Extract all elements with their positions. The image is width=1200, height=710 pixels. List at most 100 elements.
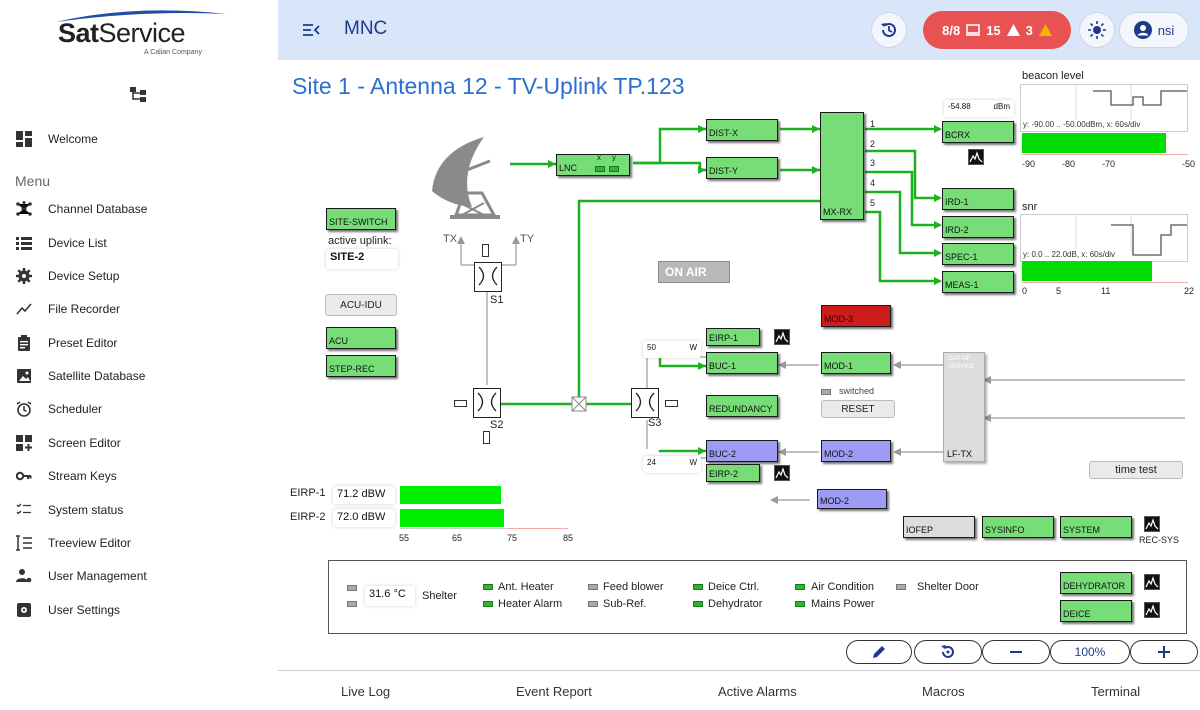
mod-3-box[interactable]: MOD-3 xyxy=(821,305,891,327)
sidebar-item-device-list[interactable]: Device List xyxy=(0,226,278,259)
alarm-summary-pill[interactable]: 8/8 15 3 xyxy=(923,11,1071,49)
switched-indicator xyxy=(821,389,831,395)
sidebar-item-user-management[interactable]: User Management xyxy=(0,559,278,592)
sidebar-item-user-settings[interactable]: User Settings xyxy=(0,593,278,626)
sidebar-item-scheduler[interactable]: Scheduler xyxy=(0,392,278,425)
sidebar-item-label: Treeview Editor xyxy=(48,535,131,550)
eirp-2-box[interactable]: EIRP-2 xyxy=(706,464,760,482)
spectrum-icon[interactable] xyxy=(1144,516,1160,532)
buc-1-power-value: 50 xyxy=(647,343,656,352)
acu-box[interactable]: ACU xyxy=(326,327,396,349)
sidebar-item-label: User Management xyxy=(48,568,147,583)
deice-box[interactable]: DEICE xyxy=(1060,600,1132,622)
mod-2-box[interactable]: MOD-2 xyxy=(821,440,891,462)
tab-terminal[interactable]: Terminal xyxy=(1091,684,1141,699)
iofep-box[interactable]: IOFEP xyxy=(903,516,975,538)
menu-collapse-icon[interactable] xyxy=(302,22,320,38)
time-test-button[interactable]: time test xyxy=(1089,461,1183,479)
reset-view-button[interactable] xyxy=(914,640,982,664)
site-switch-box[interactable]: SITE-SWITCH xyxy=(326,208,396,230)
ird-2-box[interactable]: IRD-2 xyxy=(942,216,1014,238)
alarm-icon xyxy=(0,400,48,417)
dehydrator-label: DEHYDRATOR xyxy=(1063,581,1126,591)
sidebar-item-stream-keys[interactable]: Stream Keys xyxy=(0,459,278,492)
spectrum-icon[interactable] xyxy=(968,149,984,165)
spectrum-icon[interactable] xyxy=(774,329,790,345)
switch-s1-handle[interactable] xyxy=(482,244,489,257)
spectrum-icon[interactable] xyxy=(1144,574,1160,590)
history-button[interactable] xyxy=(871,12,907,48)
sidebar-item-satellite-database[interactable]: Satellite Database xyxy=(0,359,278,392)
buc-1-box[interactable]: BUC-1 xyxy=(706,352,778,374)
user-menu-button[interactable]: nsi xyxy=(1119,12,1189,48)
ird-1-box[interactable]: IRD-1 xyxy=(942,188,1014,210)
sidebar-item-treeview-editor[interactable]: Treeview Editor xyxy=(0,526,278,559)
beacon-value: -54.88 xyxy=(948,102,971,111)
warning-triangle-icon xyxy=(1038,24,1052,36)
lf-tx-box[interactable]: OUT OF SERVICE LF-TX xyxy=(943,352,985,462)
restore-icon xyxy=(941,645,954,658)
sidebar-item-device-setup[interactable]: Device Setup xyxy=(0,259,278,292)
tab-active-alarms[interactable]: Active Alarms xyxy=(718,684,797,699)
switch-s1[interactable] xyxy=(474,262,502,292)
redundancy-box[interactable]: REDUNDANCY xyxy=(706,395,778,417)
sidebar-item-preset-editor[interactable]: Preset Editor xyxy=(0,326,278,359)
tree-structure-icon[interactable] xyxy=(130,87,148,103)
sidebar-item-system-status[interactable]: System status xyxy=(0,493,278,526)
acu-idu-button[interactable]: ACU-IDU xyxy=(325,294,397,316)
mains-power-label: Mains Power xyxy=(811,598,875,610)
meas-1-box[interactable]: MEAS-1 xyxy=(942,271,1014,293)
dist-x-box[interactable]: DIST-X xyxy=(706,119,778,141)
user-settings-icon xyxy=(0,602,48,618)
lnc-box[interactable]: LNC xyxy=(556,154,630,176)
mx-rx-box[interactable]: MX-RX xyxy=(820,112,864,220)
snr-trend-line xyxy=(1075,215,1187,256)
dist-y-box[interactable]: DIST-Y xyxy=(706,157,778,179)
tab-live-log[interactable]: Live Log xyxy=(341,684,391,699)
switch-s2-handle-left[interactable] xyxy=(454,400,467,407)
sidebar-item-screen-editor[interactable]: Screen Editor xyxy=(0,426,278,459)
dashboard-icon xyxy=(0,130,48,147)
ird-1-label: IRD-1 xyxy=(945,197,969,207)
tab-macros[interactable]: Macros xyxy=(922,684,965,699)
ant-heater-indicator xyxy=(483,584,493,590)
eirp-1-box[interactable]: EIRP-1 xyxy=(706,328,760,346)
sidebar-item-welcome[interactable]: Welcome xyxy=(0,122,278,155)
sidebar-item-label: System status xyxy=(48,502,124,517)
switch-s2-handle-bottom[interactable] xyxy=(483,431,490,444)
sysinfo-box[interactable]: SYSINFO xyxy=(982,516,1054,538)
switch-s3-handle[interactable] xyxy=(665,400,678,407)
edit-button[interactable] xyxy=(846,640,912,664)
dehydrator-box[interactable]: DEHYDRATOR xyxy=(1060,572,1132,594)
theme-toggle-button[interactable] xyxy=(1079,12,1115,48)
shelter-panel xyxy=(328,560,1187,634)
reset-button[interactable]: RESET xyxy=(821,400,895,418)
mod-1-box[interactable]: MOD-1 xyxy=(821,352,891,374)
system-box[interactable]: SYSTEM xyxy=(1060,516,1132,538)
monitor-icon xyxy=(966,24,981,36)
step-rec-box[interactable]: STEP-REC xyxy=(326,355,396,377)
eirp-2-value: 72.0 xyxy=(337,511,359,523)
mains-power-indicator xyxy=(795,601,805,607)
zoom-out-button[interactable] xyxy=(982,640,1050,664)
spec-1-box[interactable]: SPEC-1 xyxy=(942,243,1014,265)
switch-s2[interactable] xyxy=(473,388,501,418)
spectrum-icon[interactable] xyxy=(1144,602,1160,618)
zoom-in-button[interactable] xyxy=(1130,640,1198,664)
tab-event-report[interactable]: Event Report xyxy=(516,684,592,699)
mod-2-secondary-box[interactable]: MOD-2 xyxy=(817,489,887,509)
mod-2-secondary-label: MOD-2 xyxy=(820,496,849,506)
sidebar-item-file-recorder[interactable]: File Recorder xyxy=(0,292,278,325)
pencil-icon xyxy=(873,646,885,658)
satservice-logo[interactable]: SatService A Calian Company xyxy=(44,6,234,61)
buc-2-box[interactable]: BUC-2 xyxy=(706,440,778,462)
spectrum-icon[interactable] xyxy=(774,465,790,481)
bcrx-box[interactable]: BCRX xyxy=(942,121,1014,143)
zoom-level[interactable]: 100% xyxy=(1050,640,1130,664)
switch-s3[interactable] xyxy=(631,388,659,418)
ant-heater-label: Ant. Heater xyxy=(498,581,554,593)
sidebar-item-channel-database[interactable]: Channel Database xyxy=(0,192,278,225)
account-icon xyxy=(1133,21,1152,39)
eirp-axis-alarm-line xyxy=(508,528,568,529)
